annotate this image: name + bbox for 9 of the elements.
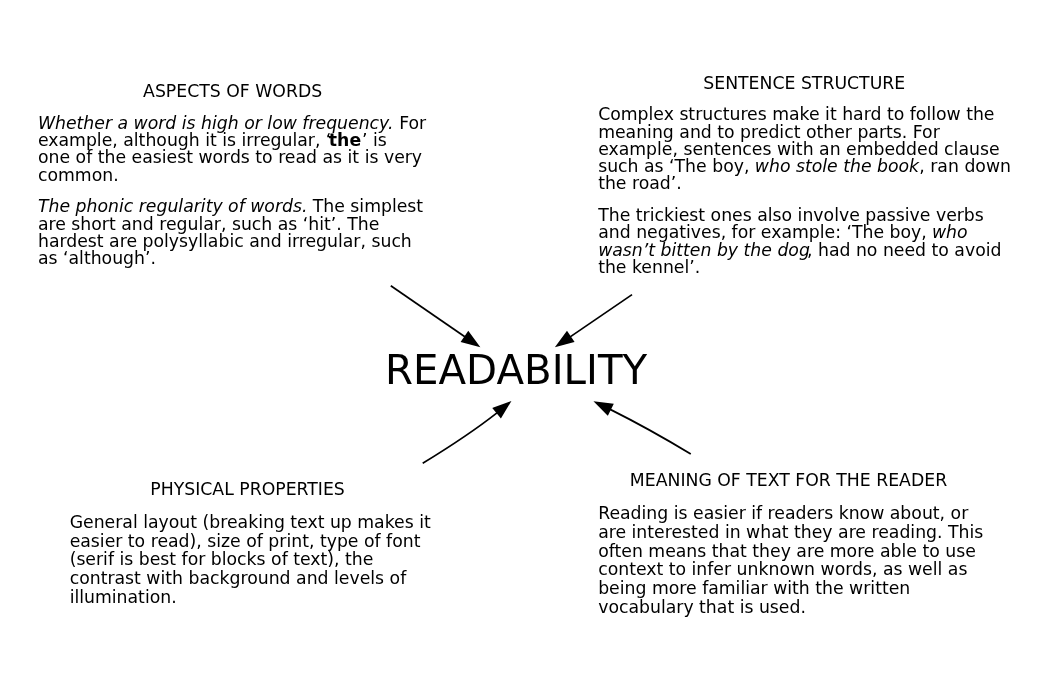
node-text: MEANING OF TEXT FOR THE READER Reading is easier if readers know about, or are interested in what they are reading. This often means that they are more able to use context to infer unknown words, as well as being more familiar with the written vocabulary that is used. bbox=[598, 469, 984, 617]
arrow bbox=[421, 400, 512, 464]
node-text: PHYSICAL PROPERTIES General layout (breaking text up makes it easier to read), size of print, type of font (serif is best for blocks of text), the contrast with background and levels of illumination. bbox=[69, 478, 431, 607]
node-text: SENTENCE STRUCTURE Complex structures make it hard to follow the meaning and to predict other parts. For example, sentences with an embedded clause such as ‘The boy, who stole the book, ran down the road’. The trickiest ones also involve passive verbs and negatives, for example: ‘The boy, who wasn’t bitten by the dog, had no need to avoid the kennel’. bbox=[598, 72, 1011, 277]
arrow bbox=[554, 293, 633, 347]
arrow bbox=[389, 284, 481, 347]
node-text: ASPECTS OF WORDS Whether a word is high or low frequency. For example, although it is irregular, ‘the’ is one of the easiest words to read as it is very common. The phonic regularity of words. The simplest are short and regular, such as ‘hit’. The hardest are polysyllabic and irregular, such as ‘although’. bbox=[37, 80, 427, 268]
node-text: READABILITY bbox=[385, 346, 648, 394]
arrow bbox=[593, 400, 692, 455]
